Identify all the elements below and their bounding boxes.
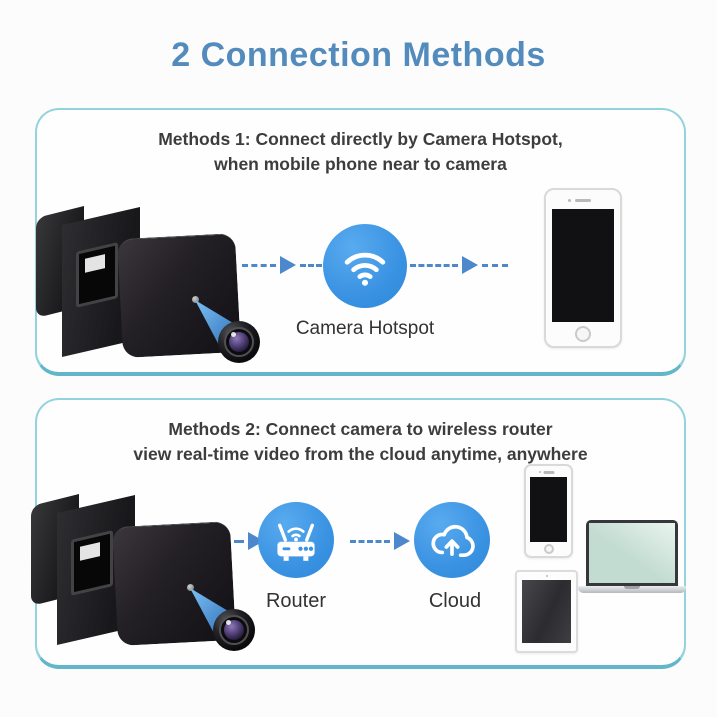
phone-speaker — [575, 199, 591, 202]
camera-lens-iris — [229, 332, 249, 352]
phone-screen — [530, 477, 567, 542]
page-title: 2 Connection Methods — [171, 36, 546, 74]
method1-heading: Methods 1: Connect directly by Camera Ho… — [37, 127, 684, 177]
phone-home-button — [575, 326, 591, 342]
arrow-head — [280, 256, 296, 274]
arrow-charger-to-hotspot — [242, 256, 322, 274]
spy-charger-camera-illustration — [34, 188, 264, 378]
smartphone-illustration-small — [524, 464, 573, 558]
camera-lens-iris — [224, 620, 244, 640]
cloud-label: Cloud — [428, 590, 482, 612]
pinhole-camera-dot — [192, 296, 199, 303]
phone-speaker — [543, 471, 554, 474]
arrow-dash — [482, 263, 508, 267]
phone-camera-dot — [539, 471, 541, 473]
arrow-dash — [350, 539, 390, 543]
arrow-dash — [300, 263, 322, 267]
phone-camera-dot — [568, 199, 571, 202]
pinhole-camera-dot — [187, 584, 194, 591]
tablet-screen — [522, 580, 571, 643]
camera-lens-glint — [231, 332, 236, 337]
arrow-head — [462, 256, 478, 274]
method2-heading-line2: view real-time video from the cloud anyt… — [133, 444, 588, 464]
method2-heading-line1: Methods 2: Connect camera to wireless ro… — [168, 419, 553, 439]
cloud-node — [414, 502, 490, 578]
laptop-base-notch — [624, 586, 640, 589]
arrow-router-to-cloud — [350, 532, 410, 550]
phone-home-button — [543, 544, 554, 554]
smartphone-illustration — [544, 188, 622, 348]
camera-hotspot-label: Camera Hotspot — [295, 318, 435, 339]
router-icon — [277, 523, 315, 561]
laptop-illustration — [578, 520, 686, 595]
method1-heading-line1: Methods 1: Connect directly by Camera Ho… — [158, 129, 563, 149]
method2-heading: Methods 2: Connect camera to wireless ro… — [37, 417, 684, 467]
arrow-dash — [242, 263, 276, 267]
tablet-camera-dot — [545, 575, 548, 577]
method1-heading-line2: when mobile phone near to camera — [214, 154, 507, 174]
laptop-base — [578, 586, 686, 593]
camera-lens-icon — [213, 609, 255, 651]
camera-hotspot-node — [323, 224, 407, 308]
tablet-illustration — [515, 570, 578, 653]
phone-screen — [552, 209, 614, 322]
wifi-icon — [344, 252, 386, 286]
arrow-dash — [410, 263, 458, 267]
camera-lens-icon — [218, 321, 260, 363]
router-node — [258, 502, 334, 578]
arrow-hotspot-to-phone — [410, 256, 508, 274]
cloud-upload-icon — [431, 524, 475, 558]
spy-charger-camera-illustration — [29, 476, 259, 666]
laptop-screen-bezel — [586, 520, 678, 586]
camera-lens-glint — [226, 620, 231, 625]
router-label: Router — [265, 590, 327, 612]
arrow-dash — [234, 539, 244, 543]
laptop-display — [589, 523, 675, 583]
arrow-head — [394, 532, 410, 550]
